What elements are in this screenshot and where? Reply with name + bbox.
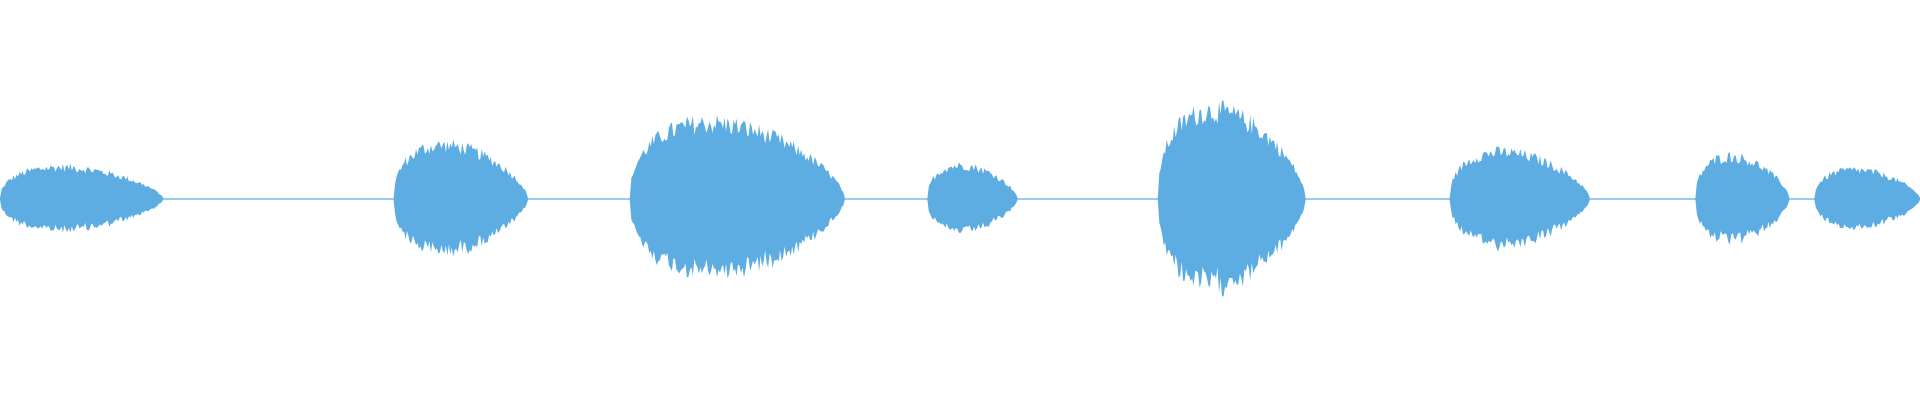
waveform-segment-4 xyxy=(927,162,1018,233)
waveform-segment-5 xyxy=(1157,100,1306,297)
waveform-segment-7 xyxy=(1695,152,1790,245)
waveform-segment-1 xyxy=(0,163,164,233)
waveform-segment-2 xyxy=(393,139,528,257)
waveform-segment-6 xyxy=(1449,146,1590,252)
waveform-segments xyxy=(0,100,1920,297)
waveform-segment-3 xyxy=(629,115,845,278)
waveform-segment-8 xyxy=(1814,167,1920,231)
